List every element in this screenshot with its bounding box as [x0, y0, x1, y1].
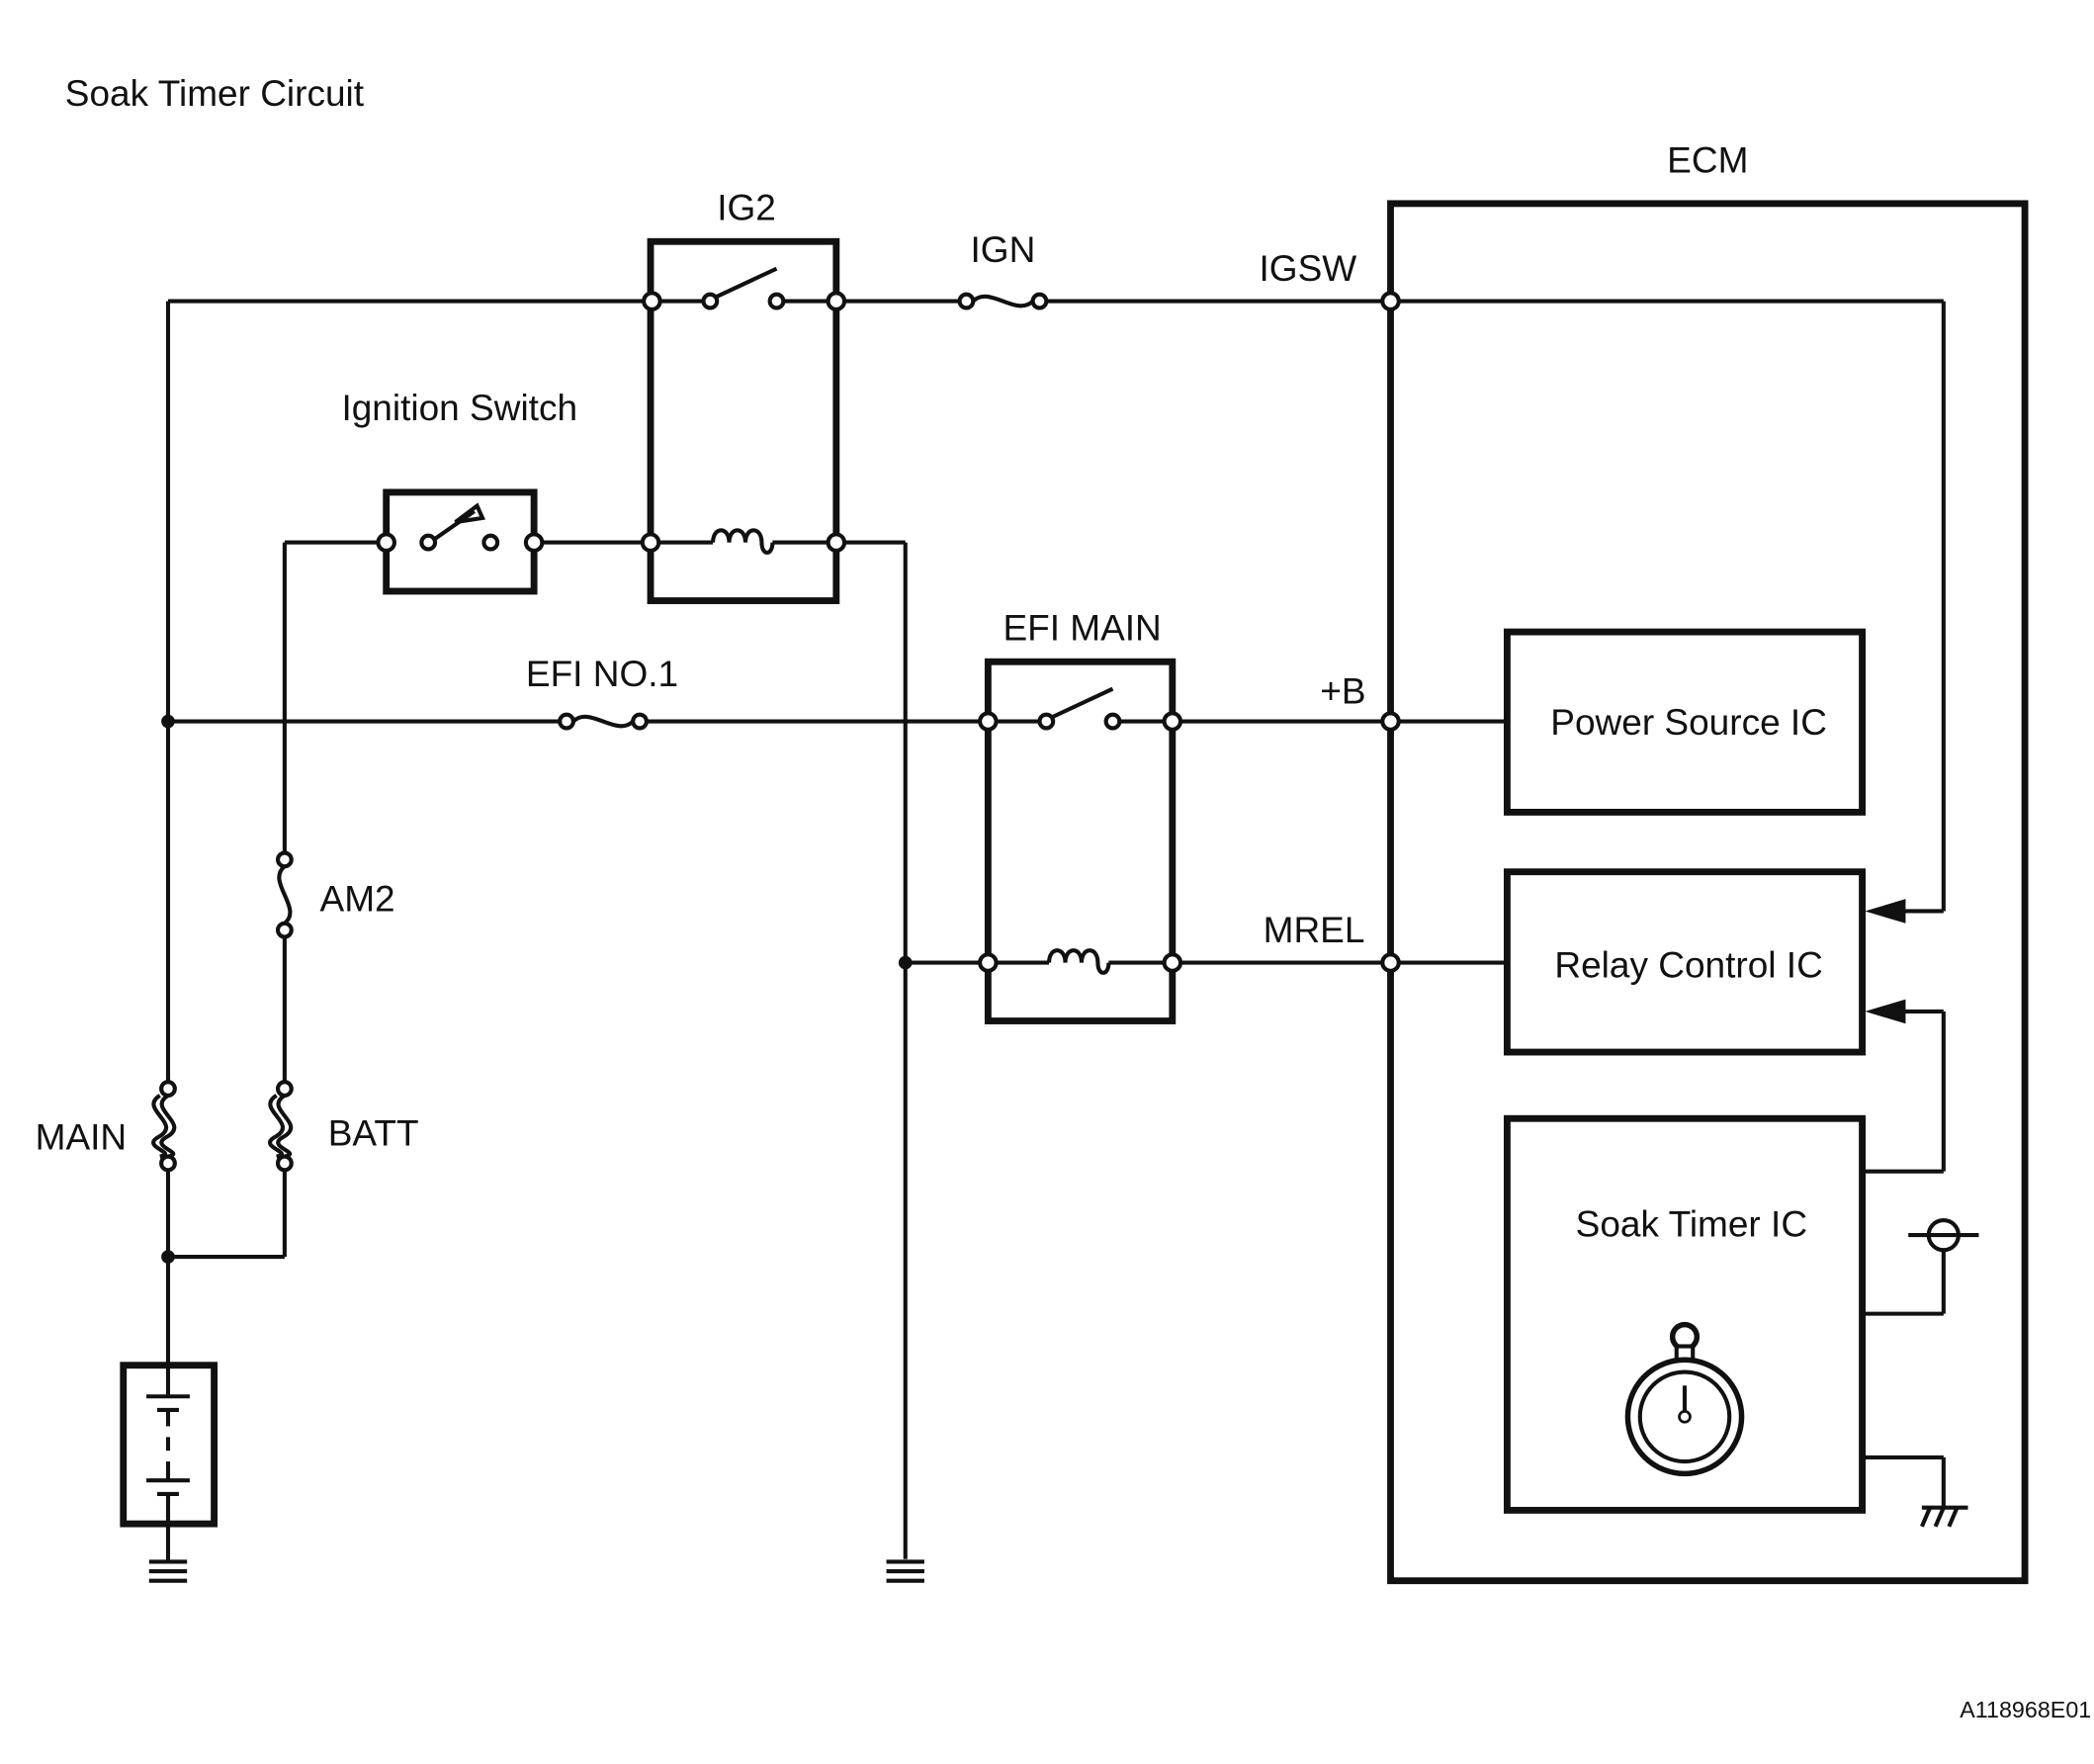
- soak-timer-ic-label: Soak Timer IC: [1576, 1202, 1807, 1244]
- ecm-terminal-mrel: [1380, 952, 1401, 973]
- fuse-label-efi-no1: EFI NO.1: [526, 653, 678, 694]
- left-feed-wires: [165, 299, 653, 1367]
- chassis-ground-icon: [1920, 1505, 1968, 1528]
- power-source-ic-label: Power Source IC: [1550, 701, 1827, 743]
- ignition-switch[interactable]: [376, 488, 545, 595]
- power-supply-icon: [1908, 1217, 1979, 1253]
- power-source-ic-block: [1503, 628, 1867, 816]
- diagram-title: Soak Timer Circuit: [65, 72, 365, 114]
- terminal-label-igsw: IGSW: [1260, 247, 1357, 289]
- fuse-label-main: MAIN: [36, 1116, 128, 1158]
- fuse-label-am2: AM2: [320, 877, 395, 919]
- ignition-switch-label: Ignition Switch: [341, 387, 577, 428]
- main-fusible-link: [151, 1080, 177, 1173]
- efi-no1-fuse: [558, 712, 649, 731]
- ecm-internal-wiring: [1398, 299, 1946, 1508]
- ig2-relay: [640, 237, 847, 604]
- ecm-terminal-igsw: [1380, 291, 1401, 311]
- junction-dot: [161, 1250, 175, 1264]
- am2-fuse: [275, 850, 294, 939]
- terminal-label-plus-b: +B: [1320, 670, 1365, 712]
- terminal-label-mrel: MREL: [1264, 909, 1365, 950]
- efi-main-relay: [978, 658, 1183, 1024]
- junction-dot: [161, 714, 175, 729]
- ground-icon: [886, 1559, 924, 1583]
- stopwatch-icon: [1624, 1321, 1745, 1477]
- ecm-box: [1387, 200, 2029, 1585]
- relay-control-ic-block: [1503, 868, 1867, 1056]
- fuse-label-batt: BATT: [328, 1112, 419, 1154]
- relay-label-ig2: IG2: [717, 186, 776, 227]
- ign-fuse: [957, 292, 1049, 310]
- soak-timer-ic-block: [1503, 1114, 1867, 1514]
- fuse-label-ign: IGN: [971, 228, 1036, 270]
- batt-fusible-link: [268, 1080, 294, 1173]
- relay-control-ic-label: Relay Control IC: [1554, 944, 1822, 986]
- ground-icon: [148, 1559, 188, 1583]
- figure-id: A118968E01: [1960, 1697, 2091, 1722]
- ecm-terminal-plus-b: [1380, 711, 1401, 732]
- battery-symbol: [120, 1362, 218, 1562]
- ecm-label: ECM: [1667, 138, 1748, 180]
- relay-label-efi-main: EFI MAIN: [1003, 606, 1161, 648]
